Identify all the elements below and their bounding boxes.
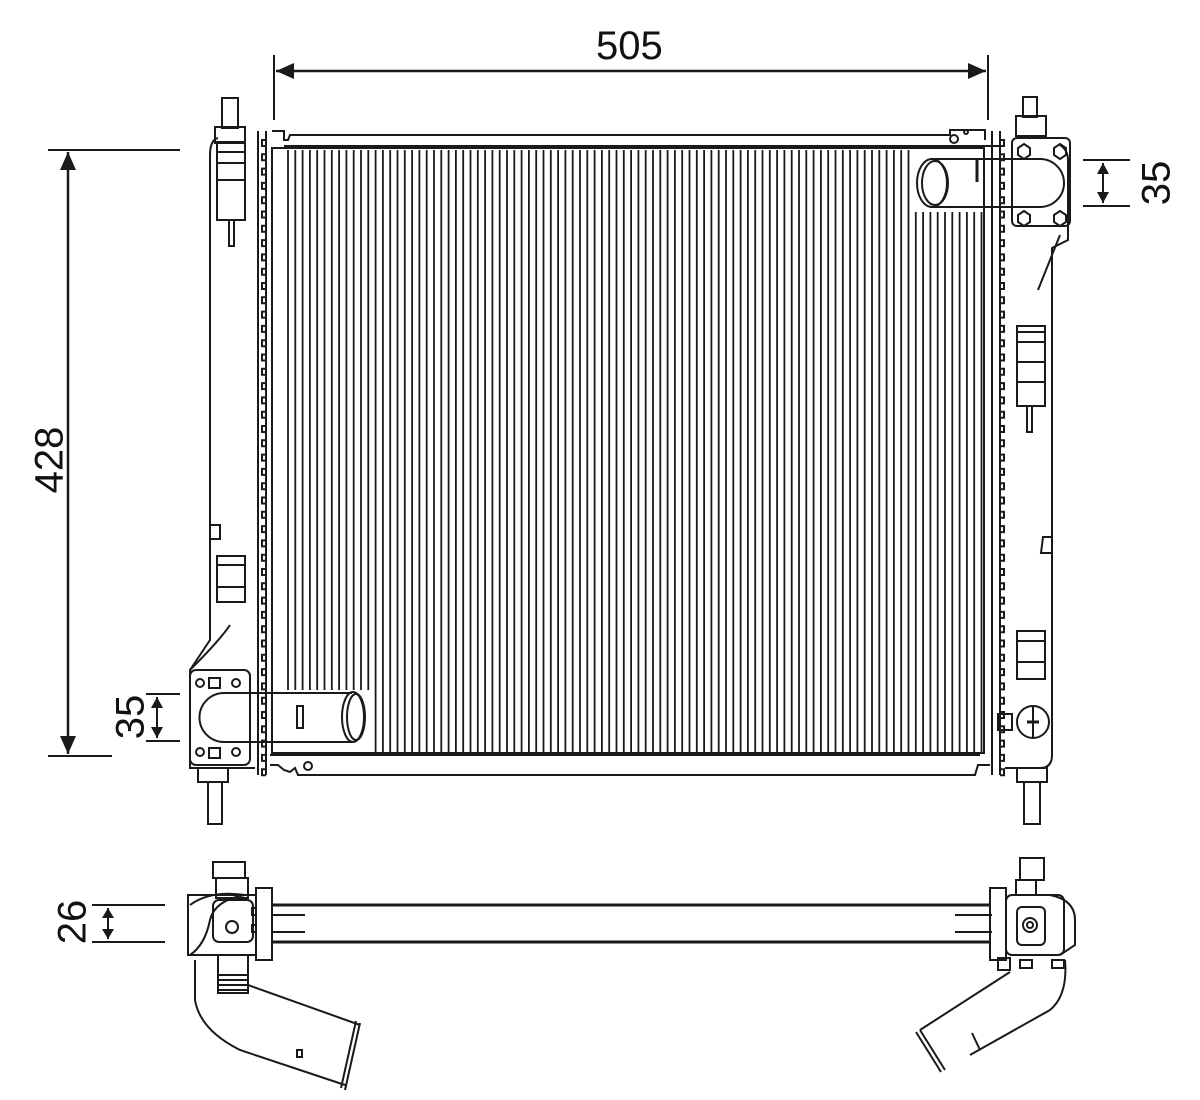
upper-right-inlet-pipe — [916, 158, 1065, 208]
left-outlet-dimension — [146, 693, 180, 742]
height-dimension — [48, 149, 180, 757]
depth-dimension — [92, 904, 165, 943]
top-view-right-end — [915, 857, 1076, 1073]
right-top-pin — [1022, 96, 1038, 118]
right-bottom-pin — [1023, 781, 1041, 825]
lower-left-outlet-pipe — [198, 691, 366, 743]
left-side-tank — [189, 97, 255, 825]
front-view — [189, 96, 1071, 825]
right-inlet-flange — [1011, 137, 1071, 227]
left-top-pin — [221, 97, 239, 129]
right-inlet-dimension — [1083, 159, 1130, 207]
left-bottom-pin — [207, 781, 223, 825]
left-outlet-dimension-label: 35 — [108, 694, 153, 740]
right-side-tank — [1005, 96, 1071, 825]
width-dimension-label: 505 — [596, 24, 663, 68]
finned-core — [271, 147, 985, 754]
top-view-left-end — [187, 861, 361, 1091]
bottom-header-bar — [270, 754, 990, 776]
height-dimension-label: 428 — [27, 426, 72, 494]
top-header-bar — [272, 129, 1000, 147]
right-inlet-dimension-label: 35 — [1134, 160, 1179, 206]
left-outlet-flange — [189, 669, 251, 766]
top-view — [187, 857, 1076, 1091]
left-tank-serration — [257, 131, 267, 777]
drain-plug — [997, 705, 1050, 739]
depth-dimension-label: 26 — [50, 899, 95, 945]
width-dimension — [273, 55, 989, 120]
right-tank-serration — [991, 131, 1005, 777]
